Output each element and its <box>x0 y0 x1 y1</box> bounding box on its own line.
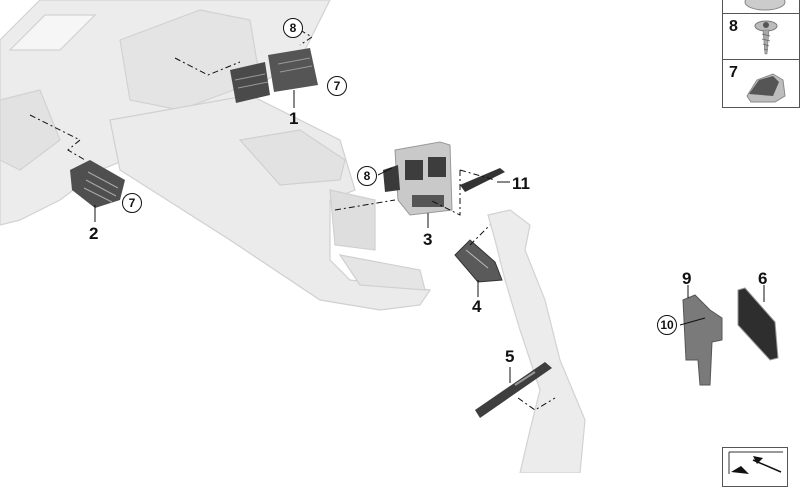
fastener-legend: 8 7 <box>722 0 800 108</box>
legend-item-washer <box>723 0 799 14</box>
circled-ref-8-mid: 8 <box>357 166 377 186</box>
callout-1: 1 <box>289 109 299 128</box>
callout-4: 4 <box>472 297 482 316</box>
part-5-trim-panel <box>475 362 552 418</box>
legend-item-knob: 7 <box>723 60 799 107</box>
part-9-bracket <box>682 294 723 386</box>
rubber-knob-icon <box>746 73 786 103</box>
air-duct-ghost <box>487 209 586 474</box>
legend-item-screw: 8 <box>723 14 799 60</box>
legend-number: 8 <box>729 18 738 35</box>
screw-icon <box>754 20 778 55</box>
leader-lines <box>94 90 765 383</box>
diagram-artwork <box>0 0 779 474</box>
part-3-rear-vent <box>383 141 453 216</box>
callout-6: 6 <box>758 269 768 288</box>
circled-ref-8-top: 8 <box>283 18 303 38</box>
assembly-lines <box>29 29 556 411</box>
circled-ref-7-top: 7 <box>327 76 347 96</box>
circled-ref-10: 10 <box>657 315 677 335</box>
washer-icon <box>744 0 786 11</box>
part-4-footwell-outlet <box>454 239 503 283</box>
part-1-front-vents <box>230 48 318 103</box>
callout-2: 2 <box>89 224 99 243</box>
circled-ref-7-left: 7 <box>122 193 142 213</box>
part-6-filter-pad <box>737 287 779 361</box>
part-2-left-vent <box>70 160 125 208</box>
legend-number: 7 <box>729 64 738 81</box>
arrow-up-left-icon <box>728 451 783 474</box>
part-11-foam-strip <box>460 168 505 192</box>
callout-5: 5 <box>505 347 515 366</box>
callout-9: 9 <box>682 269 692 288</box>
callout-11: 11 <box>512 174 530 193</box>
callout-3: 3 <box>423 230 433 249</box>
diagram-nav-button[interactable] <box>722 447 788 487</box>
